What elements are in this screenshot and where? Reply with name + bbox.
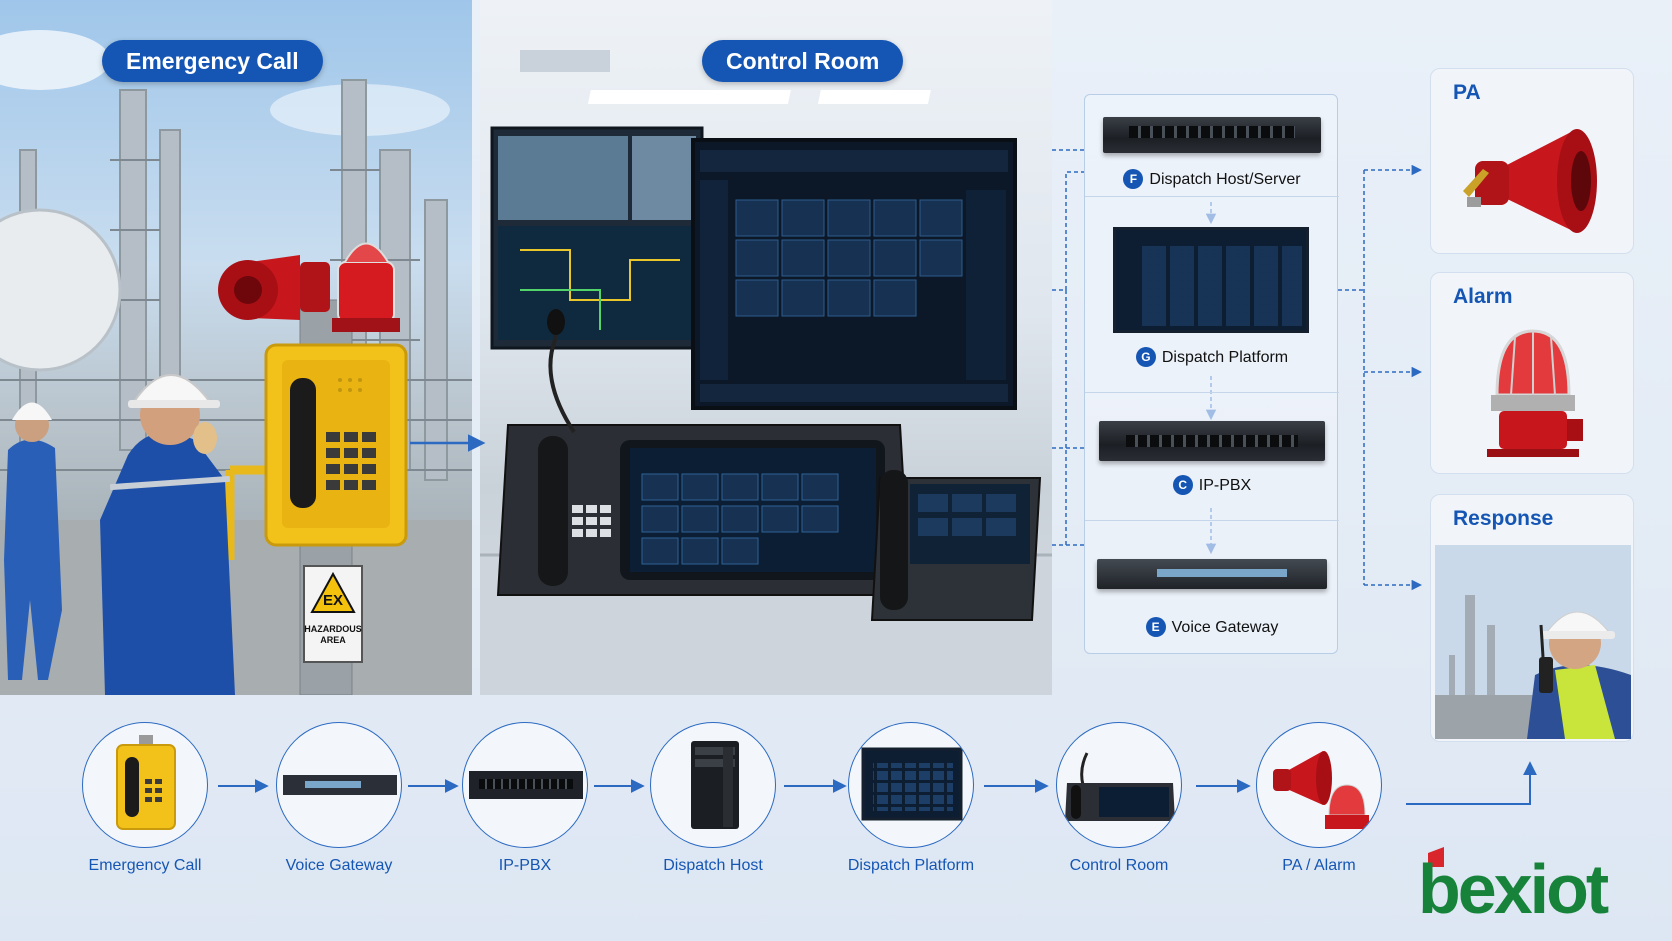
console-icon [1065, 752, 1175, 821]
industrial-plant-scene [0, 30, 472, 695]
output-card-alarm[interactable]: Alarm [1430, 272, 1634, 474]
gateway-icon [283, 775, 397, 795]
device-stack: F Dispatch Host/Server G Dispatch Platform… [1084, 94, 1339, 655]
control-room-title: Control Room [702, 40, 904, 82]
hazard-sign-line-2: AREA [320, 635, 346, 645]
tower-server-icon [691, 741, 739, 829]
device-dispatch-host-label: F Dispatch Host/Server [1085, 169, 1339, 189]
flow-label-pa-alarm: PA / Alarm [1282, 857, 1356, 874]
device-badge: C [1172, 475, 1193, 495]
device-voice-gateway-label: E Voice Gateway [1085, 617, 1339, 637]
flow-label-dispatch-platform: Dispatch Platform [847, 857, 975, 874]
hazard-sign-top: EX [322, 592, 343, 609]
flow-label-control-room: Control Room [1069, 857, 1169, 874]
horn-speaker-icon [1463, 129, 1597, 233]
svg-text:bexiot: bexiot [1418, 850, 1609, 925]
emergency-phone-icon [116, 735, 176, 830]
device-voice-gateway[interactable]: E Voice Gateway [1085, 521, 1339, 655]
bexiot-logo: bexiot [1418, 845, 1638, 928]
pbx-rack-icon [1099, 421, 1325, 461]
pa-alarm-icon [1273, 751, 1369, 829]
bexiot-logo-mark: bexiot [1418, 847, 1612, 928]
flow-label-voice-gateway: Voice Gateway [285, 857, 393, 874]
flow-step-ip-pbx[interactable] [462, 722, 588, 848]
flow-label-dispatch-host: Dispatch Host [663, 857, 763, 874]
device-ip-pbx[interactable]: C IP-PBX [1085, 393, 1339, 521]
device-ip-pbx-label: C IP-PBX [1085, 475, 1339, 495]
output-card-pa[interactable]: PA [1430, 68, 1634, 254]
flow-label-ip-pbx: IP-PBX [498, 857, 552, 874]
device-badge: E [1145, 617, 1166, 637]
output-title-alarm: Alarm [1453, 285, 1513, 308]
device-dispatch-host[interactable]: F Dispatch Host/Server [1085, 95, 1339, 197]
device-dispatch-platform[interactable]: G Dispatch Platform [1085, 197, 1339, 393]
emergency-call-panel: Emergency Call EX HAZARDOUS AREA [0, 0, 472, 695]
device-name: Dispatch Host/Server [1149, 171, 1301, 188]
flow-step-control-room[interactable] [1056, 722, 1182, 848]
flow-step-emergency-call[interactable] [82, 722, 208, 848]
device-name: Voice Gateway [1171, 619, 1279, 636]
device-dispatch-platform-label: G Dispatch Platform [1085, 347, 1339, 367]
dispatch-screen-icon [861, 747, 963, 821]
flow-step-dispatch-platform[interactable] [848, 722, 974, 848]
hazard-sign-line-1: HAZARDOUS [304, 624, 362, 634]
flow-step-dispatch-host[interactable] [650, 722, 776, 848]
output-card-response[interactable]: Response [1430, 494, 1634, 742]
control-room-panel: Control Room [480, 0, 1052, 695]
pbx-icon [469, 771, 583, 799]
flow-step-pa-alarm[interactable] [1256, 722, 1382, 848]
alarm-beacon-icon [1487, 329, 1583, 457]
output-title-response: Response [1453, 507, 1554, 530]
gateway-rack-icon [1097, 559, 1327, 589]
responder-photo [1435, 545, 1631, 739]
output-title-pa: PA [1453, 81, 1481, 104]
server-rack-icon [1103, 117, 1321, 153]
dispatch-screen-icon [1113, 227, 1309, 333]
device-name: IP-PBX [1198, 477, 1252, 494]
emergency-call-title: Emergency Call [102, 40, 323, 82]
device-badge: F [1123, 169, 1144, 189]
device-badge: G [1135, 347, 1156, 367]
flow-label-emergency-call: Emergency Call [88, 857, 202, 874]
flow-step-voice-gateway[interactable] [276, 722, 402, 848]
control-room-scene [480, 50, 1052, 695]
device-name: Dispatch Platform [1161, 349, 1289, 366]
hazard-sign-text: HAZARDOUS AREA [304, 624, 362, 646]
